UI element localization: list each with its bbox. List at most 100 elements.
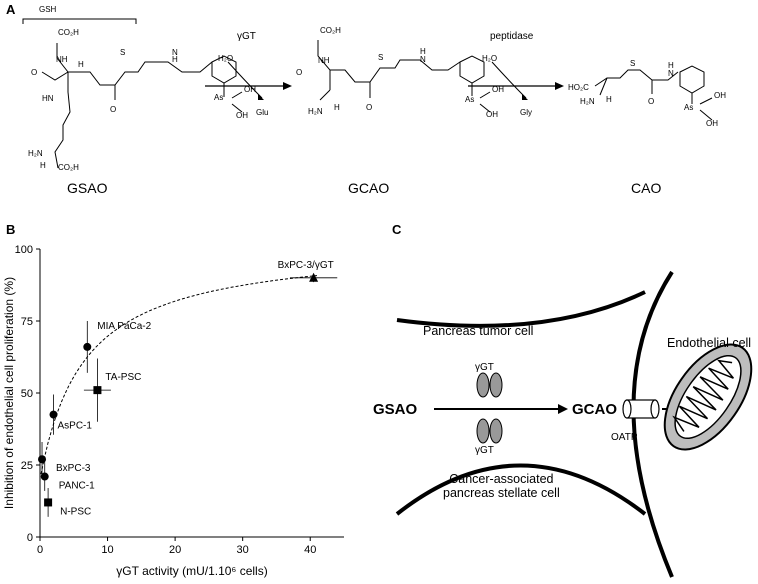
svg-text:As: As — [214, 93, 223, 102]
x-tick-label: 10 — [101, 544, 113, 556]
compound-gcao-label: GCAO — [348, 180, 390, 196]
svg-text:N: N — [172, 48, 178, 57]
svg-text:H: H — [172, 55, 178, 64]
data-point-label: N-PSC — [60, 506, 91, 517]
svg-text:O: O — [648, 97, 654, 106]
svg-text:OH: OH — [236, 111, 248, 120]
fit-curve — [40, 275, 318, 475]
x-tick-label: 40 — [304, 544, 316, 556]
data-point-label: BxPC-3/γGT — [278, 260, 334, 271]
svg-text:H: H — [334, 103, 340, 112]
compound-cao-label: CAO — [631, 180, 662, 196]
gammagt-bottom-icon — [476, 418, 503, 444]
svg-text:HN: HN — [42, 94, 54, 103]
x-tick-label: 30 — [237, 544, 249, 556]
svg-text:O: O — [31, 68, 37, 77]
svg-text:OH: OH — [706, 119, 718, 128]
stellate-cell-label-line1: Cancer-associated — [449, 472, 554, 486]
svg-text:H₂N: H₂N — [308, 107, 323, 116]
svg-text:O: O — [366, 103, 372, 112]
svg-text:S: S — [120, 48, 125, 57]
svg-text:CO₂H: CO₂H — [58, 163, 79, 172]
svg-text:N: N — [420, 55, 426, 64]
svg-text:As: As — [465, 95, 474, 104]
data-point — [49, 410, 58, 419]
gcao-structure — [317, 40, 491, 113]
x-tick-label: 20 — [169, 544, 181, 556]
data-point — [309, 272, 319, 282]
svg-text:H: H — [668, 61, 674, 70]
svg-text:As: As — [684, 103, 693, 112]
data-point — [38, 455, 47, 464]
reaction-scheme: CO₂H NH O H HN O S H N As OH OH H₂N H CO… — [22, 18, 726, 172]
svg-text:H: H — [420, 47, 426, 56]
svg-text:H: H — [40, 161, 46, 170]
data-point-label: AsPC-1 — [58, 421, 93, 432]
product-gcao-label: GCAO — [572, 401, 617, 418]
gsh-label: GSH — [39, 5, 57, 14]
gsao-structure — [41, 43, 243, 169]
gammagt-top-label: γGT — [475, 362, 494, 373]
svg-text:HO₂C: HO₂C — [568, 83, 589, 92]
data-point-label: MIA PaCa-2 — [97, 321, 151, 332]
cao-atoms: HO₂C S O H N As OH OH H₂N H — [568, 59, 726, 128]
water-label-1: H₂O — [218, 54, 234, 63]
svg-text:NH: NH — [318, 56, 330, 65]
gammagt-bottom-label: γGT — [475, 445, 494, 456]
reaction-arrow-1 — [205, 61, 292, 100]
gsao-atoms: CO₂H NH O H HN O S H N As OH OH H₂N H CO… — [28, 28, 256, 172]
stellate-cell-label: Cancer-associated pancreas stellate cell — [443, 472, 560, 500]
water-label-2: H₂O — [482, 54, 498, 63]
svg-text:O: O — [110, 105, 116, 114]
gcao-atoms: CO₂H NH O S O H N As OH OH H₂N H — [296, 26, 504, 119]
reaction-arrow-2 — [468, 61, 564, 100]
y-tick-label: 0 — [27, 532, 33, 544]
enzyme-label-peptidase: peptidase — [490, 31, 534, 42]
cao-structure — [594, 65, 713, 121]
svg-text:S: S — [378, 53, 383, 62]
svg-text:H: H — [606, 95, 612, 104]
svg-text:O: O — [296, 68, 302, 77]
panel-label-a: A — [6, 2, 16, 17]
panel-label-b: B — [6, 222, 16, 237]
svg-text:OH: OH — [714, 91, 726, 100]
svg-text:OH: OH — [492, 85, 504, 94]
gammagt-top-icon — [476, 372, 503, 398]
oatp-label: OATP — [611, 432, 638, 443]
svg-text:H₂N: H₂N — [580, 97, 595, 106]
conversion-arrow — [434, 404, 568, 414]
gsh-bracket — [22, 18, 137, 24]
y-tick-label: 50 — [21, 388, 33, 400]
svg-text:CO₂H: CO₂H — [320, 26, 341, 35]
enzyme-label-gammagt: γGT — [237, 31, 256, 42]
data-point-label: BxPC-3 — [56, 463, 91, 474]
svg-text:OH: OH — [244, 85, 256, 94]
mechanism-diagram — [395, 270, 753, 578]
endothelial-cell-label: Endothelial cell — [667, 336, 752, 350]
data-point — [40, 472, 49, 481]
stellate-cell-label-line2: pancreas stellate cell — [443, 486, 560, 500]
gly-label: Gly — [520, 108, 532, 117]
svg-text:S: S — [630, 59, 635, 68]
data-point — [44, 498, 53, 507]
y-tick-label: 75 — [21, 316, 33, 328]
svg-text:N: N — [668, 69, 674, 78]
x-tick-label: 0 — [37, 544, 43, 556]
compound-gsao-label: GSAO — [67, 180, 108, 196]
data-point-label: TA-PSC — [105, 372, 141, 383]
svg-text:OH: OH — [486, 110, 498, 119]
stellate-cell-membrane — [395, 463, 647, 516]
tumor-cell-label: Pancreas tumor cell — [423, 324, 534, 338]
substrate-gsao-label: GSAO — [373, 401, 418, 418]
mitochondrion-icon — [663, 343, 753, 451]
y-tick-label: 25 — [21, 460, 33, 472]
svg-text:H₂N: H₂N — [28, 149, 43, 158]
svg-text:CO₂H: CO₂H — [58, 28, 79, 37]
data-point — [83, 342, 92, 351]
y-tick-label: 100 — [15, 244, 33, 256]
svg-text:NH: NH — [56, 55, 68, 64]
oatp-transporter-icon — [622, 399, 660, 419]
panel-label-c: C — [392, 222, 402, 237]
data-point — [93, 386, 102, 395]
